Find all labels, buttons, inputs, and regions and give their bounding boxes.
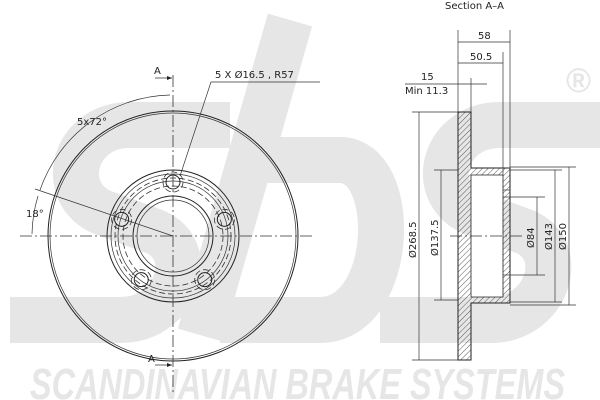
registered-mark: ®	[566, 62, 591, 100]
angle-spacing-label: 5x72°	[77, 117, 107, 128]
dim-137-5: Ø137.5	[429, 220, 441, 257]
sbs-logo	[10, 13, 600, 343]
dim-min-11-3: Min 11.3	[405, 86, 448, 97]
dim-150: Ø150	[557, 223, 569, 250]
bolt-hole	[133, 272, 149, 288]
section-view: Section A–A 58 50.5 15 Min 11.3 Ø268.5 Ø…	[405, 1, 576, 361]
bolt-hole	[213, 208, 235, 230]
section-marker-top: A	[154, 66, 161, 77]
bolt-hole	[114, 211, 130, 227]
bolt-hole	[194, 269, 216, 291]
bolt-hole	[216, 211, 232, 227]
bolt-hole	[111, 208, 133, 230]
dim-84: Ø84	[525, 227, 537, 248]
tagline: SCANDINAVIAN BRAKE SYSTEMS	[30, 360, 565, 400]
front-view: A A 5 X Ø16.5 , R57 5x72° 18°	[20, 66, 320, 395]
bolt-pattern-label: 5 X Ø16.5 , R57	[215, 69, 294, 81]
angle-offset-label: 18°	[26, 209, 44, 220]
dim-268-5: Ø268.5	[407, 222, 419, 259]
dim-15: 15	[421, 72, 434, 83]
section-title: Section A–A	[445, 1, 504, 12]
dim-143: Ø143	[543, 223, 555, 250]
sbs-watermark: ® SCANDINAVIAN BRAKE SYSTEMS	[10, 13, 600, 400]
bolt-hole	[130, 269, 152, 291]
section-marker-bottom: A	[148, 354, 155, 365]
dim-50-5: 50.5	[470, 52, 492, 63]
bolt-hole	[197, 272, 213, 288]
dim-58: 58	[478, 31, 491, 42]
